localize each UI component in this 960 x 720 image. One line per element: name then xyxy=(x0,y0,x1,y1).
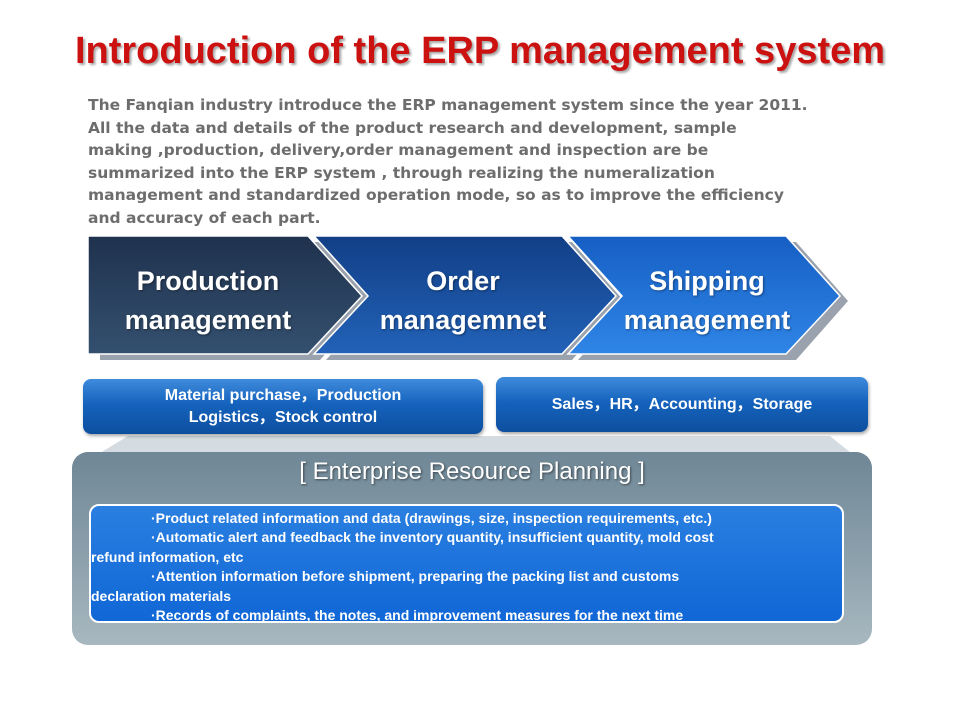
production-order-details-box: Material purchase，Production Logistics，S… xyxy=(83,379,483,434)
list-item: ·Records of complaints, the notes, and i… xyxy=(151,607,684,624)
list-item: declaration materials xyxy=(91,587,232,604)
list-item: ·Product related information and data (d… xyxy=(151,510,712,526)
step-order-label: Order managemnet xyxy=(379,266,547,335)
step-production-label: Production management xyxy=(124,266,292,335)
list-item: ·Attention information before shipment, … xyxy=(151,568,680,585)
erp-heading: [ Enterprise Resource Planning ] xyxy=(299,458,645,485)
step-shipping-label: Shipping management xyxy=(623,266,791,335)
chevron-shipping xyxy=(566,235,842,355)
list-item: ·Automatic alert and feedback the invent… xyxy=(151,529,714,546)
chevron-production xyxy=(87,235,364,355)
page-title: Introduction of the ERP management syste… xyxy=(74,30,886,72)
intro-paragraph: The Fanqian industry introduce the ERP m… xyxy=(88,96,808,227)
shipping-details-box: Sales，HR，Accounting，Storage xyxy=(496,377,868,432)
list-item: refund information, etc xyxy=(91,548,244,565)
chevron-order xyxy=(312,235,618,355)
erp-feature-list: ·Product related information and data (d… xyxy=(89,504,844,623)
